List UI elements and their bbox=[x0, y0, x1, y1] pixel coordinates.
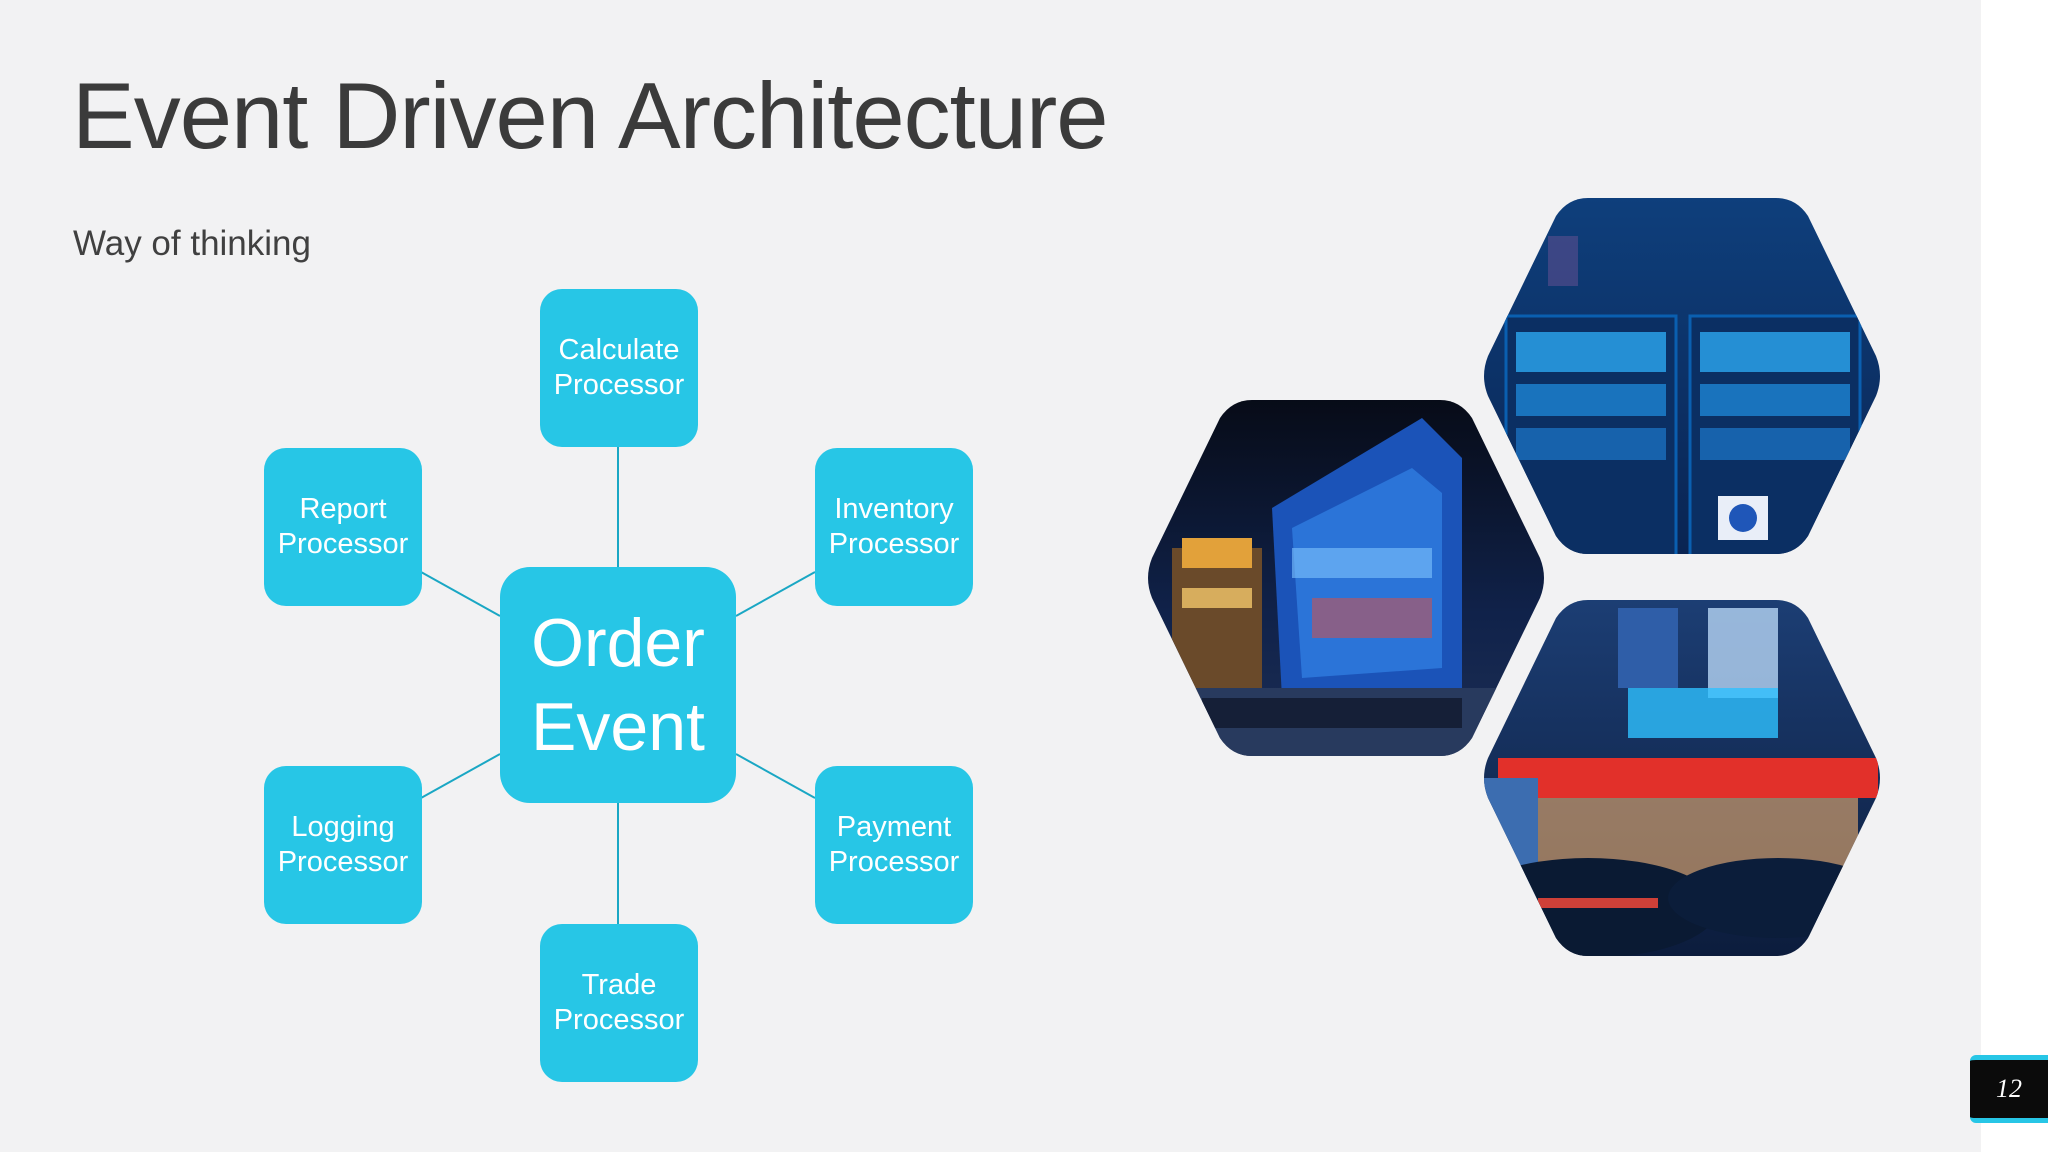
page-number-badge: 12 bbox=[1970, 1055, 2048, 1123]
neon-building-crossing-photo bbox=[1148, 400, 1544, 756]
order-event-line2: Event bbox=[531, 689, 705, 765]
order-event-line1: Order bbox=[531, 605, 705, 681]
node-label-line2: Processor bbox=[277, 528, 409, 560]
node-label-line2: Processor bbox=[828, 528, 960, 560]
trade-processor-node: Trade Processor bbox=[540, 924, 698, 1082]
connector-payment bbox=[735, 753, 816, 799]
node-label-line2: Processor bbox=[828, 846, 960, 878]
payment-processor-node: Payment Processor bbox=[815, 766, 973, 924]
report-processor-node: Report Processor bbox=[264, 448, 422, 606]
neon-street-taxis-photo bbox=[1484, 600, 1880, 956]
page-number: 12 bbox=[1996, 1074, 2022, 1103]
node-label-line2: Processor bbox=[277, 846, 409, 878]
connector-report bbox=[420, 571, 501, 617]
connector-logging bbox=[420, 753, 501, 799]
slide-edge-margin bbox=[1981, 0, 2048, 1152]
node-label-line1: Calculate bbox=[558, 334, 680, 366]
hub-diagram-connectors bbox=[420, 447, 816, 924]
node-label-line1: Logging bbox=[291, 811, 395, 843]
connector-inventory bbox=[735, 571, 816, 617]
node-label-line1: Inventory bbox=[834, 493, 954, 525]
node-label-line2: Processor bbox=[553, 369, 685, 401]
vending-machines-photo bbox=[1484, 198, 1880, 554]
node-label-line1: Payment bbox=[836, 811, 952, 843]
node-label-line1: Trade bbox=[581, 969, 657, 1001]
inventory-processor-node: Inventory Processor bbox=[815, 448, 973, 606]
logging-processor-node: Logging Processor bbox=[264, 766, 422, 924]
slide-title: Event Driven Architecture bbox=[72, 63, 1109, 168]
node-label-line2: Processor bbox=[553, 1004, 685, 1036]
slide-subtitle: Way of thinking bbox=[73, 224, 311, 263]
calculate-processor-node: Calculate Processor bbox=[540, 289, 698, 447]
node-label-line1: Report bbox=[299, 493, 387, 525]
slide: Event Driven Architecture Way of thinkin… bbox=[0, 0, 1981, 1152]
order-event-node: Order Event bbox=[500, 567, 736, 803]
